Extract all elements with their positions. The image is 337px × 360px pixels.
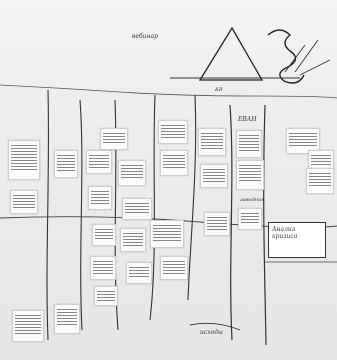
sticky-note (100, 128, 128, 150)
sticky-note (118, 160, 146, 186)
column-line-5 (187, 94, 197, 301)
kb-tag: КВ (215, 87, 223, 93)
sticky-note (308, 150, 334, 172)
sticky-note (92, 224, 116, 246)
sticky-note (198, 128, 226, 156)
sticky-note (126, 262, 152, 284)
sticky-note (86, 150, 112, 174)
sticky-note (120, 228, 146, 252)
crisis-title: Анализ кризиса (272, 226, 298, 240)
sticky-note (160, 150, 188, 176)
right-fan (284, 39, 331, 76)
column-line-7 (263, 104, 267, 346)
sticky-note (10, 190, 38, 214)
sticky-note (158, 120, 188, 144)
top-note: вебинар (132, 33, 158, 40)
evan-tag: ЕВАН (238, 116, 257, 123)
sticky-note (150, 220, 184, 248)
sticky-note (54, 304, 80, 334)
bottom-label: исходы (200, 329, 223, 336)
sticky-note (88, 186, 112, 210)
sticky-note (8, 140, 40, 180)
sticky-note (90, 256, 116, 280)
sticky-note (236, 160, 264, 190)
sticky-note (200, 164, 228, 188)
sticky-note (94, 286, 118, 306)
triangle-diagram (198, 26, 264, 81)
sticky-note (238, 208, 262, 230)
sticky-note (204, 212, 230, 236)
sticky-note (306, 168, 334, 194)
crisis-note: Анализ кризиса (268, 222, 326, 258)
column-line-1 (46, 89, 50, 341)
column-line-2 (79, 99, 83, 331)
sticky-note (236, 130, 262, 158)
column-line-4 (149, 94, 156, 321)
sticky-note (286, 128, 320, 154)
sticky-note (12, 310, 44, 342)
column-line-6 (229, 104, 233, 341)
header-line (0, 84, 337, 99)
zavodnik-label: заводник (240, 197, 265, 203)
sticky-note (160, 256, 188, 280)
bottom-scribble (189, 322, 241, 331)
sticky-note (54, 150, 78, 178)
spiral-scribble (267, 29, 305, 84)
sticky-note (122, 198, 152, 220)
